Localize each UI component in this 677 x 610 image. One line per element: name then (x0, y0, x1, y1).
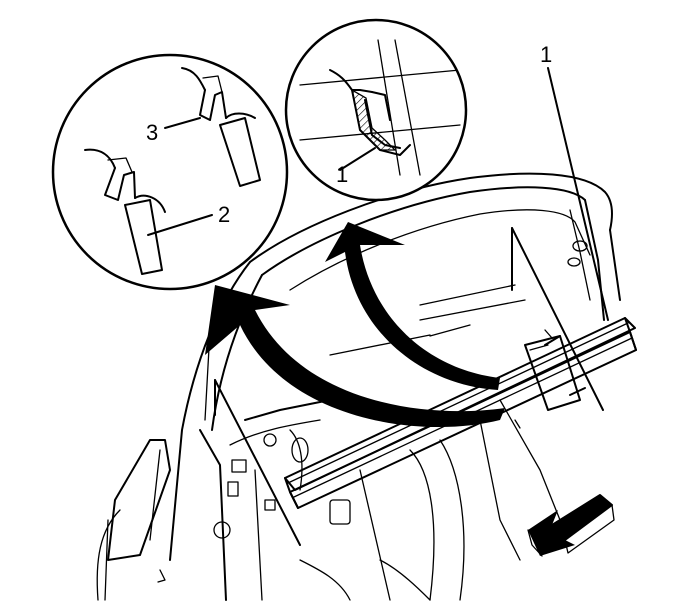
clip-retainer-lower (84, 148, 166, 275)
front-direction-arrow-icon (527, 494, 615, 557)
weatherstrip (214, 227, 637, 546)
main-callout-1: 1 (540, 42, 609, 321)
detail-inset-left: 3 2 (51, 53, 289, 291)
callout-2: 2 (218, 202, 230, 227)
removal-arrow-large (205, 285, 505, 428)
callout-3: 3 (146, 120, 158, 145)
removal-arrow-small (325, 222, 500, 390)
detail-inset-right: 1 (284, 18, 468, 202)
callout-1-main: 1 (540, 42, 552, 67)
door-frame (96, 172, 621, 601)
callout-1-inset: 1 (336, 162, 348, 187)
clip-retainer-upper (181, 67, 261, 187)
